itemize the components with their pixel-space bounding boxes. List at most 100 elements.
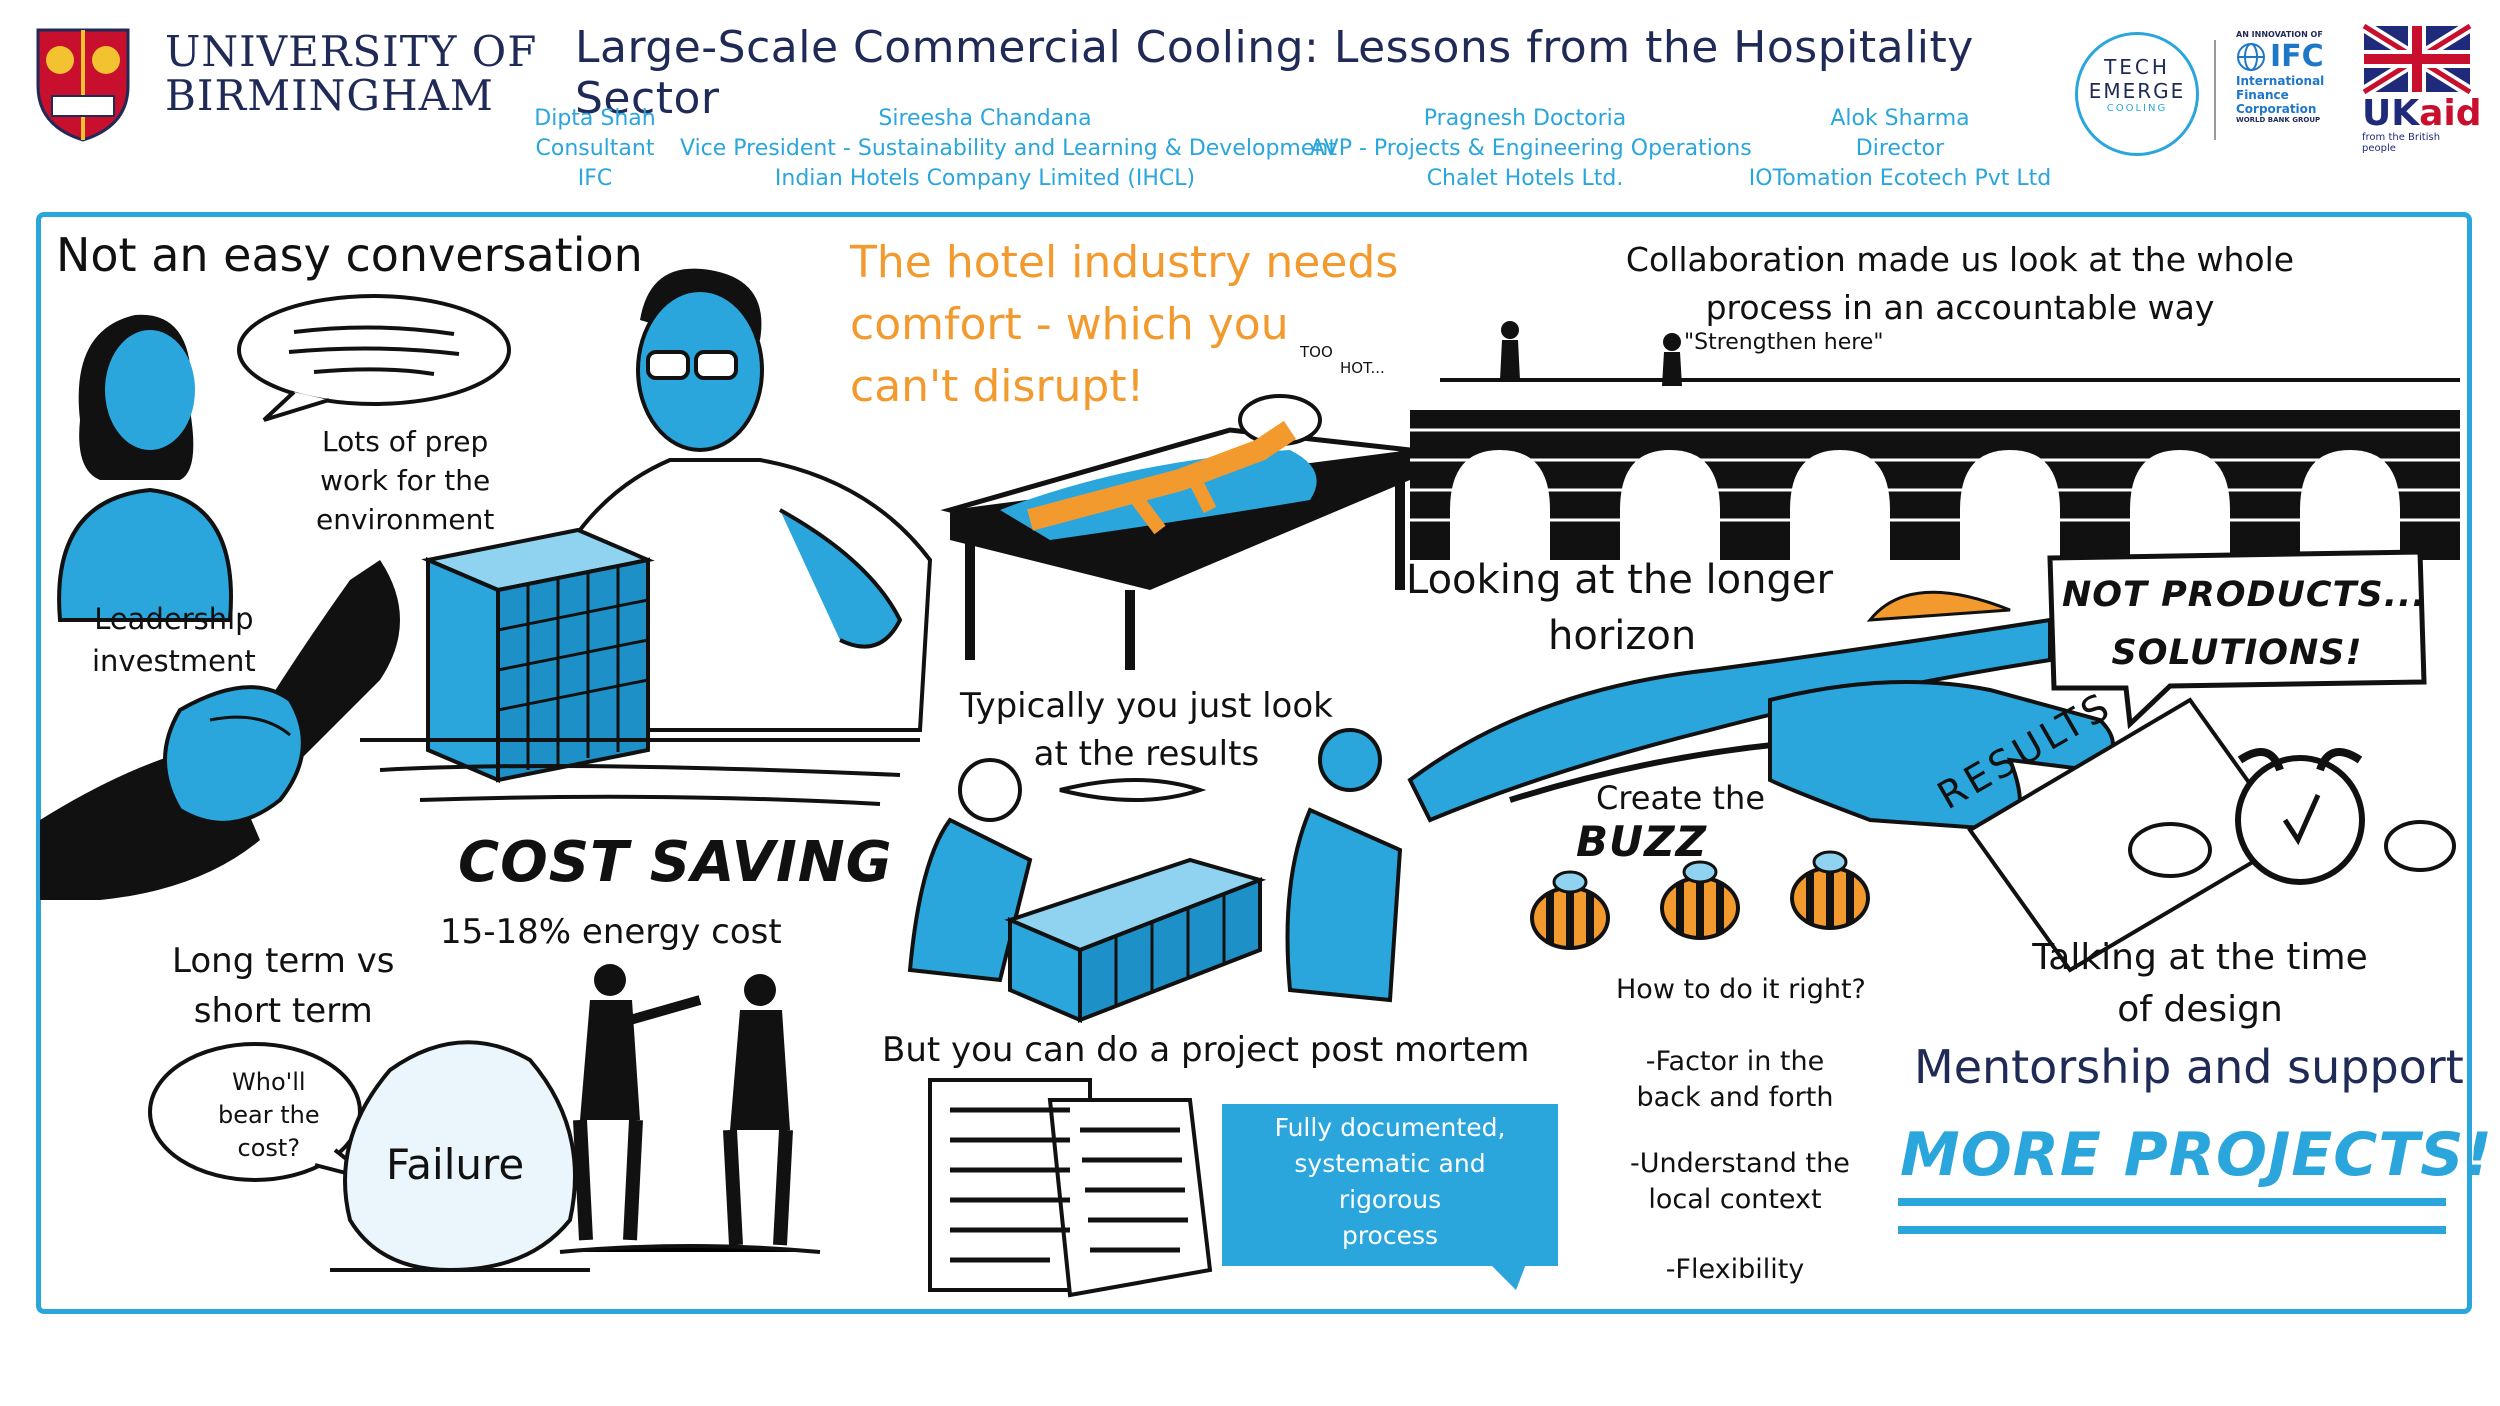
speaker-3: Pragnesh Doctoria AVP - Projects & Engin…	[1310, 104, 1752, 194]
logo-divider	[2214, 40, 2216, 140]
talking-line1: Talking at the time	[2032, 937, 2368, 978]
workers-cooling-unit-illustration	[907, 728, 1403, 1024]
speaker-name: Dipta Shah	[534, 106, 656, 131]
underline-2	[1898, 1226, 2446, 1234]
tip-flexibility: -Flexibility	[1665, 1254, 1805, 1285]
who-line3: cost?	[237, 1134, 301, 1162]
bees-illustration	[1530, 850, 1870, 950]
speaker-org: IOTomation Ecotech Pvt Ltd	[1748, 166, 2052, 191]
who-bears-cost-text: Who'll bear the cost?	[218, 1066, 320, 1165]
prep-line2: work for the	[320, 464, 491, 497]
ifc-tagline: AN INNOVATION OF	[2236, 30, 2323, 39]
prep-line1: Lots of prep	[322, 425, 489, 458]
more-projects-heading: MORE PROJECTS!	[1900, 1120, 2493, 1190]
hotel-line2: comfort - which you	[850, 299, 1289, 350]
sound-bubbles	[2128, 820, 2456, 878]
mentorship-heading: Mentorship and support	[1914, 1040, 2464, 1094]
tech-emerge-logo: TECH EMERGE COOLING	[2075, 32, 2199, 156]
strengthen-here-text: "Strengthen here"	[1684, 330, 1884, 355]
collaboration-text: Collaboration made us look at the whole …	[1620, 236, 2300, 332]
speaker-org: Chalet Hotels Ltd.	[1426, 166, 1624, 191]
speaker-org: Indian Hotels Company Limited (IHCL)	[774, 166, 1196, 191]
speaker-1: Dipta Shah Consultant IFC	[490, 104, 700, 194]
leadership-line1: Leadership	[94, 602, 254, 636]
university-name: UNIVERSITY OF BIRMINGHAM	[165, 30, 537, 118]
documented-line4: process	[1341, 1221, 1439, 1250]
ifc-full2: Finance	[2236, 88, 2289, 102]
horizon-line2: horizon	[1548, 613, 1697, 659]
ukaid-tagline: from the British people	[2362, 132, 2441, 154]
tech-emerge-line1: TECH	[2104, 55, 2170, 79]
create-buzz-line2: BUZZ	[1576, 817, 1708, 866]
speaker-name: Alok Sharma	[1830, 106, 1970, 131]
speaker-name: Pragnesh Doctoria	[1423, 106, 1627, 131]
horizon-line1: Looking at the longer	[1406, 557, 1833, 603]
content-frame	[36, 212, 2472, 1314]
university-name-line2: BIRMINGHAM	[165, 71, 494, 120]
section-heading-conversation: Not an easy conversation	[56, 228, 643, 282]
university-name-line1: UNIVERSITY OF	[165, 27, 538, 76]
collab-line2: process in an accountable way	[1705, 288, 2215, 327]
how-right-text: How to do it right?	[1616, 974, 1866, 1005]
tech-emerge-line3: COOLING	[2106, 103, 2168, 114]
not-products-bubble	[2047, 549, 2427, 730]
hotel-line1: The hotel industry needs	[850, 237, 1399, 288]
university-crest-icon	[36, 28, 130, 142]
tip-factor-line1: -Factor in the	[1645, 1046, 1825, 1077]
create-buzz-text: Create the BUZZ	[1576, 776, 1766, 864]
leadership-line2: investment	[92, 644, 256, 678]
speech-bubble-top	[237, 294, 511, 422]
boulder-illustration	[330, 1040, 590, 1273]
speaker-org: IFC	[577, 166, 613, 191]
hand-results-card-illustration	[1768, 680, 2293, 973]
speaker-role: AVP - Projects & Engineering Operations	[1310, 136, 1752, 161]
who-line1: Who'll	[232, 1068, 306, 1096]
long-term-text: Long term vs short term	[172, 936, 394, 1036]
tips-list: -Factor in the back and forth -Understan…	[1630, 1044, 1850, 1288]
ifc-group: WORLD BANK GROUP	[2236, 116, 2321, 124]
tip-understand-line1: -Understand the	[1630, 1148, 1850, 1179]
who-line2: bear the	[218, 1101, 320, 1129]
handshake-illustration	[40, 560, 400, 900]
woman-illustration	[57, 314, 233, 622]
failure-label: Failure	[386, 1140, 525, 1189]
speaker-2: Sireesha Chandana Vice President - Susta…	[680, 104, 1337, 194]
speaker-4: Alok Sharma Director IOTomation Ecotech …	[1745, 104, 2055, 194]
documented-callout: Fully documented, systematic and rigorou…	[1222, 1104, 1558, 1266]
union-flag-icon	[2360, 20, 2474, 98]
energy-cost-text: 15-18% energy cost	[440, 912, 782, 952]
tech-emerge-line2: EMERGE	[2088, 79, 2186, 103]
man-thinking-illustration	[558, 268, 933, 732]
long-term-line2: short term	[193, 991, 373, 1031]
ifc-logo: AN INNOVATION OF IFC International Finan…	[2236, 30, 2346, 124]
documented-line2: systematic and	[1294, 1149, 1486, 1178]
hotel-comfort-heading: The hotel industry needs comfort - which…	[850, 232, 1398, 418]
too-hot-text: TOO HOT...	[1300, 344, 1385, 376]
too-hot-line1: TOO	[1300, 343, 1333, 361]
not-products-line2: SOLUTIONS!	[2111, 633, 2363, 673]
leadership-text: Leadership investment	[92, 598, 256, 682]
underline-1	[1898, 1198, 2446, 1206]
speaker-name: Sireesha Chandana	[878, 106, 1092, 131]
tip-factor-line2: back and forth	[1636, 1082, 1834, 1113]
table-surface	[360, 738, 920, 806]
bridge-illustration	[1410, 321, 2460, 560]
create-buzz-line1: Create the	[1596, 779, 1766, 817]
talking-design-text: Talking at the time of design	[2020, 932, 2380, 1036]
bed-hot-guest-illustration	[940, 394, 1420, 670]
talking-line2: of design	[2117, 989, 2283, 1030]
tip-understand-line2: local context	[1648, 1184, 1822, 1215]
speaker-role: Consultant	[535, 136, 655, 161]
ifc-full3: Corporation	[2236, 102, 2317, 116]
horizon-text: Looking at the longer horizon	[1406, 552, 1833, 664]
collab-line1: Collaboration made us look at the whole	[1625, 240, 2295, 279]
cost-saving-heading: COST SAVING	[458, 830, 893, 895]
documented-line1: Fully documented,	[1274, 1113, 1506, 1142]
ifc-name: IFC	[2270, 39, 2324, 74]
prep-line3: environment	[316, 503, 495, 536]
hotel-line3: can't disrupt!	[850, 361, 1145, 412]
long-term-line1: Long term vs	[172, 941, 395, 981]
documents-stack-icon	[928, 1078, 1213, 1298]
callout-pointer	[1490, 1264, 1526, 1290]
results-line2: at the results	[1033, 734, 1260, 774]
